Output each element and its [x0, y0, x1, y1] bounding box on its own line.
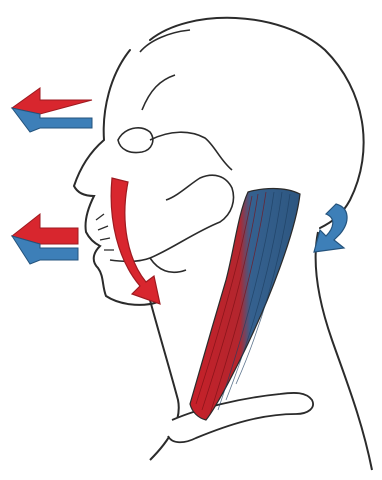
neck-back-outline — [316, 232, 372, 470]
head-outline — [74, 18, 364, 305]
nape-curved-arrow — [314, 204, 347, 252]
jaw-curved-arrow — [111, 178, 160, 304]
clavicle — [168, 393, 313, 442]
eye-socket — [118, 128, 153, 153]
neck-muscle — [190, 189, 300, 421]
skull-contour — [140, 30, 232, 170]
upper-forward-arrow-pair — [12, 88, 92, 132]
lower-forward-arrow-pair — [12, 214, 78, 264]
